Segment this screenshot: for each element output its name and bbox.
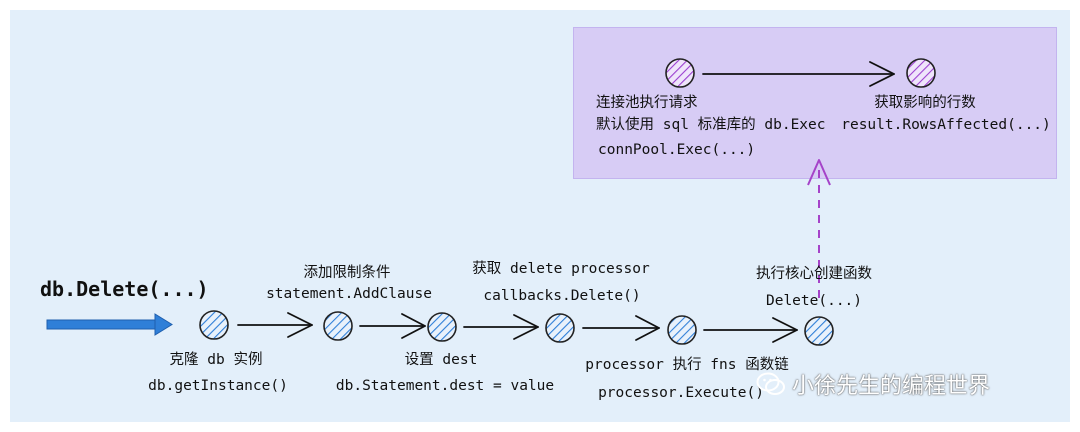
node-conn-pool-exec [665,58,695,88]
dashed-arrow-up [807,159,831,298]
step-1-code: db.getInstance() [148,378,288,394]
step-4-label: 获取 delete processor [472,261,650,277]
exec-right-line2: result.RowsAffected(...) [841,117,1051,133]
flow-arrow-4 [582,315,660,341]
entry-title: db.Delete(...) [40,277,209,301]
node-rows-affected [906,58,936,88]
step-3-code: db.Statement.dest = value [335,378,555,394]
entry-arrow [46,313,173,336]
step-6-label: 执行核心创建函数 [756,266,872,282]
exec-right-line1: 获取影响的行数 [874,95,976,111]
step-2-code: statement.AddClause [266,286,432,302]
step-1-label: 克隆 db 实例 [169,352,263,368]
node-delete-core [804,316,834,346]
watermark-text: 小徐先生的编程世界 [792,374,991,399]
watermark: 小徐先生的编程世界 [756,368,990,400]
step-3-label: 设置 dest [404,352,478,368]
flow-arrow-3 [463,314,539,340]
step-5-label: processor 执行 fns 函数链 [585,357,789,373]
exec-panel [573,27,1057,179]
node-set-dest [427,312,457,342]
exec-left-line1: 连接池执行请求 [596,95,698,111]
flow-arrow-exec [702,61,895,87]
wechat-icon [756,372,785,395]
exec-left-line2: 默认使用 sql 标准库的 db.Exec [596,117,826,133]
node-add-clause [323,311,353,341]
step-5-code: processor.Execute() [598,385,764,401]
step-4-code: callbacks.Delete() [483,288,641,304]
node-get-processor [545,313,575,343]
flow-arrow-1 [237,312,313,338]
flow-arrow-2 [359,313,426,339]
step-6-code: Delete(...) [765,293,863,309]
node-clone-db [199,310,229,340]
flow-arrow-5 [703,317,798,343]
node-execute-fns [667,315,697,345]
step-2-label: 添加限制条件 [303,265,391,281]
exec-left-line3: connPool.Exec(...) [598,142,756,158]
